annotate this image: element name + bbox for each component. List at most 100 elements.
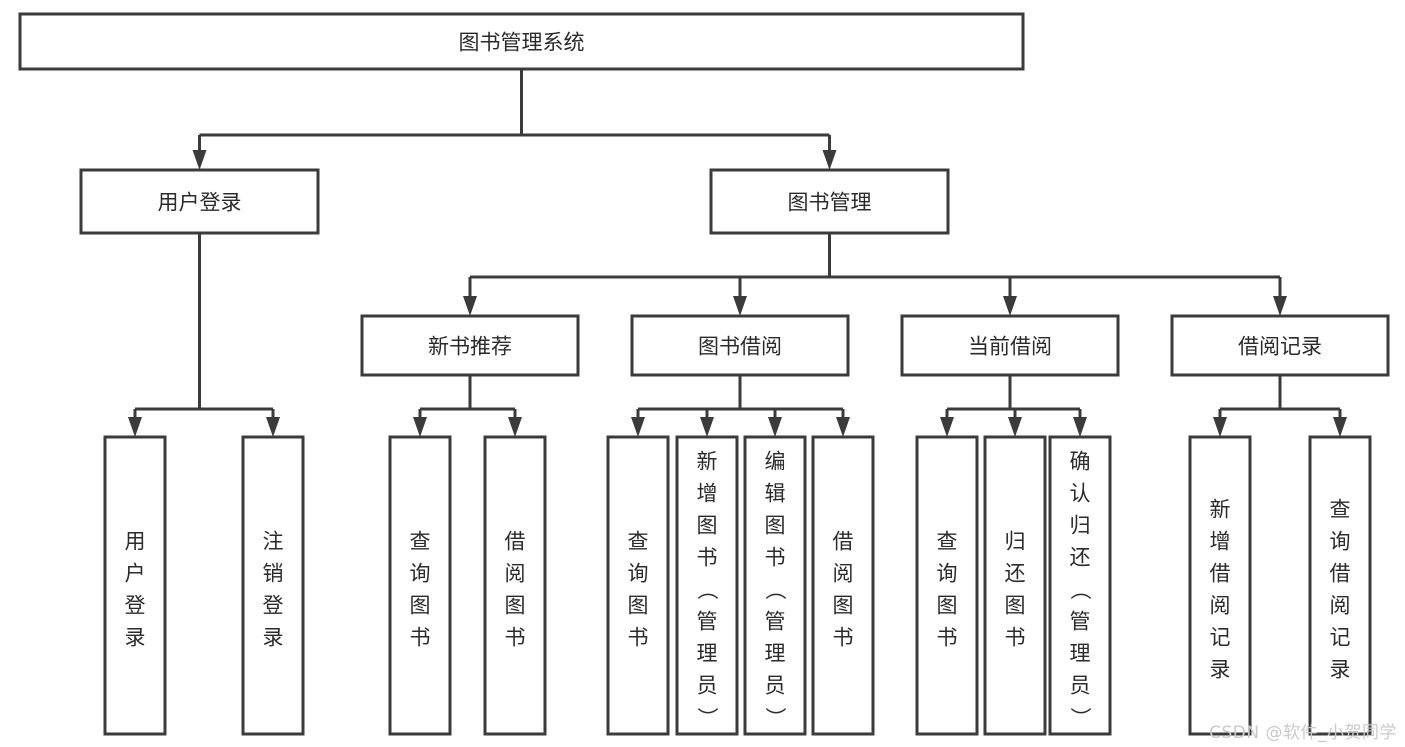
node-leaf-query-record-box[interactable] [1308, 435, 1372, 736]
arrow-head-leaf-icon [128, 417, 142, 437]
node-current-borrow-box[interactable] [900, 314, 1120, 377]
svg-text:书: 书 [410, 626, 431, 650]
arrow-head-level3-icon [1273, 296, 1287, 316]
node-new-book-rec-label: 新书推荐 [428, 335, 512, 359]
node-leaf-return-book-box[interactable] [983, 435, 1047, 736]
svg-text:登: 登 [125, 594, 146, 618]
node-leaf-user-login-box[interactable] [103, 435, 167, 736]
svg-text:用: 用 [125, 530, 146, 554]
svg-text:户: 户 [125, 562, 146, 586]
svg-text:查: 查 [937, 530, 958, 554]
node-leaf-logout-box[interactable] [241, 435, 305, 736]
node-book-manage-box[interactable] [709, 168, 950, 235]
connector-layer [128, 69, 1347, 437]
node-book-borrow-box[interactable] [630, 314, 850, 377]
svg-text:）: ） [695, 707, 719, 728]
svg-text:登: 登 [263, 594, 284, 618]
svg-text:书: 书 [628, 626, 649, 650]
svg-text:查: 查 [628, 530, 649, 554]
node-leaf-borrow-book-2-box[interactable] [811, 435, 875, 736]
svg-text:借: 借 [1210, 562, 1231, 586]
svg-text:员: 员 [697, 674, 718, 698]
svg-text:销: 销 [263, 562, 284, 586]
svg-text:（: （ [1068, 579, 1092, 600]
svg-text:询: 询 [1330, 530, 1351, 554]
node-user-login-label: 用户登录 [158, 191, 242, 215]
svg-text:管: 管 [1070, 610, 1091, 634]
node-leaf-query-book-2-box[interactable] [606, 435, 670, 736]
node-leaf-add-record-box[interactable] [1188, 435, 1252, 736]
arrow-head-leaf-icon [508, 417, 522, 437]
svg-text:书: 书 [505, 626, 526, 650]
svg-text:图: 图 [765, 514, 786, 538]
node-root-box[interactable] [18, 12, 1025, 71]
svg-text:确: 确 [1070, 450, 1091, 474]
arrow-head-leaf-icon [1213, 417, 1227, 437]
svg-text:图: 图 [505, 594, 526, 618]
svg-text:编: 编 [765, 450, 786, 474]
node-leaf-borrow-book-1-box[interactable] [483, 435, 547, 736]
arrow-head-leaf-icon [1073, 417, 1087, 437]
svg-text:增: 增 [697, 482, 718, 506]
arrow-head-level2-icon [192, 150, 207, 170]
svg-text:查: 查 [410, 530, 431, 554]
arrow-head-leaf-icon [266, 417, 280, 437]
node-leaf-edit-book-box[interactable] [743, 435, 807, 736]
node-borrow-record-box[interactable] [1170, 314, 1390, 377]
svg-text:理: 理 [1070, 642, 1091, 666]
svg-text:阅: 阅 [1330, 594, 1351, 618]
svg-text:借: 借 [505, 530, 526, 554]
svg-text:图: 图 [697, 514, 718, 538]
node-leaf-confirm-return-box[interactable] [1048, 435, 1112, 736]
svg-text:（: （ [763, 579, 787, 600]
node-leaf-query-book-1-box[interactable] [388, 435, 452, 736]
svg-text:图: 图 [410, 594, 431, 618]
arrow-head-leaf-icon [1333, 417, 1347, 437]
svg-text:归: 归 [1005, 530, 1026, 554]
svg-text:查: 查 [1330, 498, 1351, 522]
svg-text:阅: 阅 [1210, 594, 1231, 618]
svg-text:录: 录 [125, 626, 146, 650]
node-new-book-rec-box[interactable] [360, 314, 580, 377]
svg-text:图: 图 [937, 594, 958, 618]
arrow-head-level3-icon [733, 296, 747, 316]
node-current-borrow-label: 当前借阅 [968, 335, 1052, 359]
svg-text:还: 还 [1005, 562, 1026, 586]
node-user-login-box[interactable] [79, 168, 320, 235]
svg-text:记: 记 [1210, 626, 1231, 650]
arrow-head-leaf-icon [700, 417, 714, 437]
svg-text:阅: 阅 [505, 562, 526, 586]
arrow-head-leaf-icon [1008, 417, 1022, 437]
svg-text:书: 书 [937, 626, 958, 650]
node-book-borrow-label: 图书借阅 [698, 335, 782, 359]
svg-text:归: 归 [1070, 514, 1091, 538]
svg-text:借: 借 [833, 530, 854, 554]
arrow-head-leaf-icon [413, 417, 427, 437]
svg-text:录: 录 [1330, 658, 1351, 682]
node-book-manage-label: 图书管理 [788, 191, 872, 215]
arrow-head-leaf-icon [836, 417, 850, 437]
svg-text:）: ） [763, 707, 787, 728]
svg-text:录: 录 [1210, 658, 1231, 682]
svg-text:还: 还 [1070, 546, 1091, 570]
node-leaf-query-book-3-box[interactable] [915, 435, 979, 736]
svg-text:增: 增 [1210, 530, 1231, 554]
svg-text:管: 管 [765, 610, 786, 634]
svg-text:员: 员 [765, 674, 786, 698]
svg-text:图: 图 [1005, 594, 1026, 618]
node-root-label: 图书管理系统 [459, 31, 585, 55]
svg-text:辑: 辑 [765, 482, 786, 506]
svg-text:认: 认 [1070, 482, 1091, 506]
node-leaf-add-book-box[interactable] [675, 435, 739, 736]
arrow-head-leaf-icon [940, 417, 954, 437]
